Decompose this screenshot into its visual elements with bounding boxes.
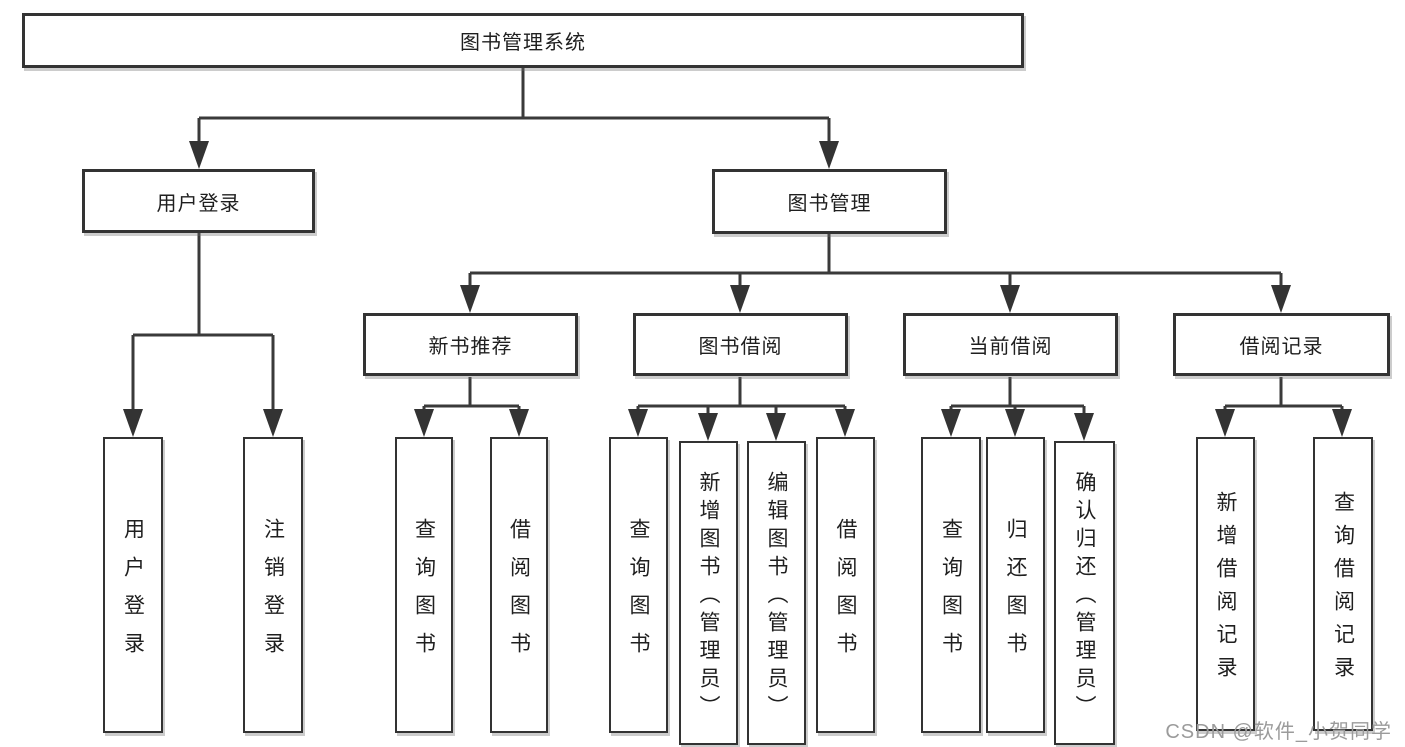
- node-label: 确认归还（管理员）: [1073, 470, 1096, 723]
- watermark: CSDN @软件_小贺同学: [1165, 721, 1392, 743]
- node-label: 查询图书: [939, 517, 963, 670]
- node-user-login: 用户登录: [82, 169, 315, 233]
- node-borrow-record: 借阅记录: [1173, 313, 1390, 376]
- node-label: 借阅记录: [1239, 336, 1324, 358]
- leaf-logout: 注销登录: [243, 437, 303, 733]
- node-label: 借阅图书: [507, 517, 531, 670]
- node-label: 新书推荐: [428, 336, 513, 358]
- node-current-borrow: 当前借阅: [903, 313, 1118, 376]
- node-label: 图书借阅: [698, 336, 783, 358]
- leaf-add-borrow-record: 新增借阅记录: [1196, 437, 1255, 731]
- leaf-confirm-return-admin: 确认归还（管理员）: [1054, 441, 1115, 745]
- leaf-edit-books-admin: 编辑图书（管理员）: [747, 441, 806, 745]
- node-label: 借阅图书: [834, 517, 857, 670]
- leaf-query-books-recommend: 查询图书: [395, 437, 453, 733]
- node-label: 图书管理系统: [460, 32, 586, 54]
- node-root: 图书管理系统: [22, 13, 1024, 68]
- leaf-query-books-borrow: 查询图书: [609, 437, 668, 733]
- node-new-book-recommend: 新书推荐: [363, 313, 578, 376]
- node-label: 新增图书（管理员）: [697, 470, 720, 723]
- node-label: 查询借阅记录: [1331, 491, 1355, 689]
- leaf-query-borrow-record: 查询借阅记录: [1313, 437, 1373, 731]
- leaf-add-books-admin: 新增图书（管理员）: [679, 441, 738, 745]
- node-label: 查询图书: [627, 517, 650, 670]
- node-label: 当前借阅: [968, 336, 1053, 358]
- node-book-management: 图书管理: [712, 169, 947, 234]
- node-book-borrow: 图书借阅: [633, 313, 848, 376]
- leaf-user-login: 用户登录: [103, 437, 163, 733]
- leaf-borrow-books: 借阅图书: [816, 437, 875, 733]
- leaf-borrow-books-recommend: 借阅图书: [490, 437, 548, 733]
- node-label: 查询图书: [412, 517, 436, 670]
- node-label: 注销登录: [261, 517, 285, 670]
- node-label: 用户登录: [156, 192, 241, 215]
- node-label: 新增借阅记录: [1214, 491, 1237, 689]
- node-label: 图书管理: [787, 193, 872, 215]
- node-label: 编辑图书（管理员）: [765, 470, 788, 723]
- node-label: 归还图书: [1004, 517, 1027, 670]
- leaf-query-books-current: 查询图书: [921, 437, 981, 733]
- node-label: 用户登录: [121, 517, 145, 670]
- leaf-return-books: 归还图书: [986, 437, 1045, 733]
